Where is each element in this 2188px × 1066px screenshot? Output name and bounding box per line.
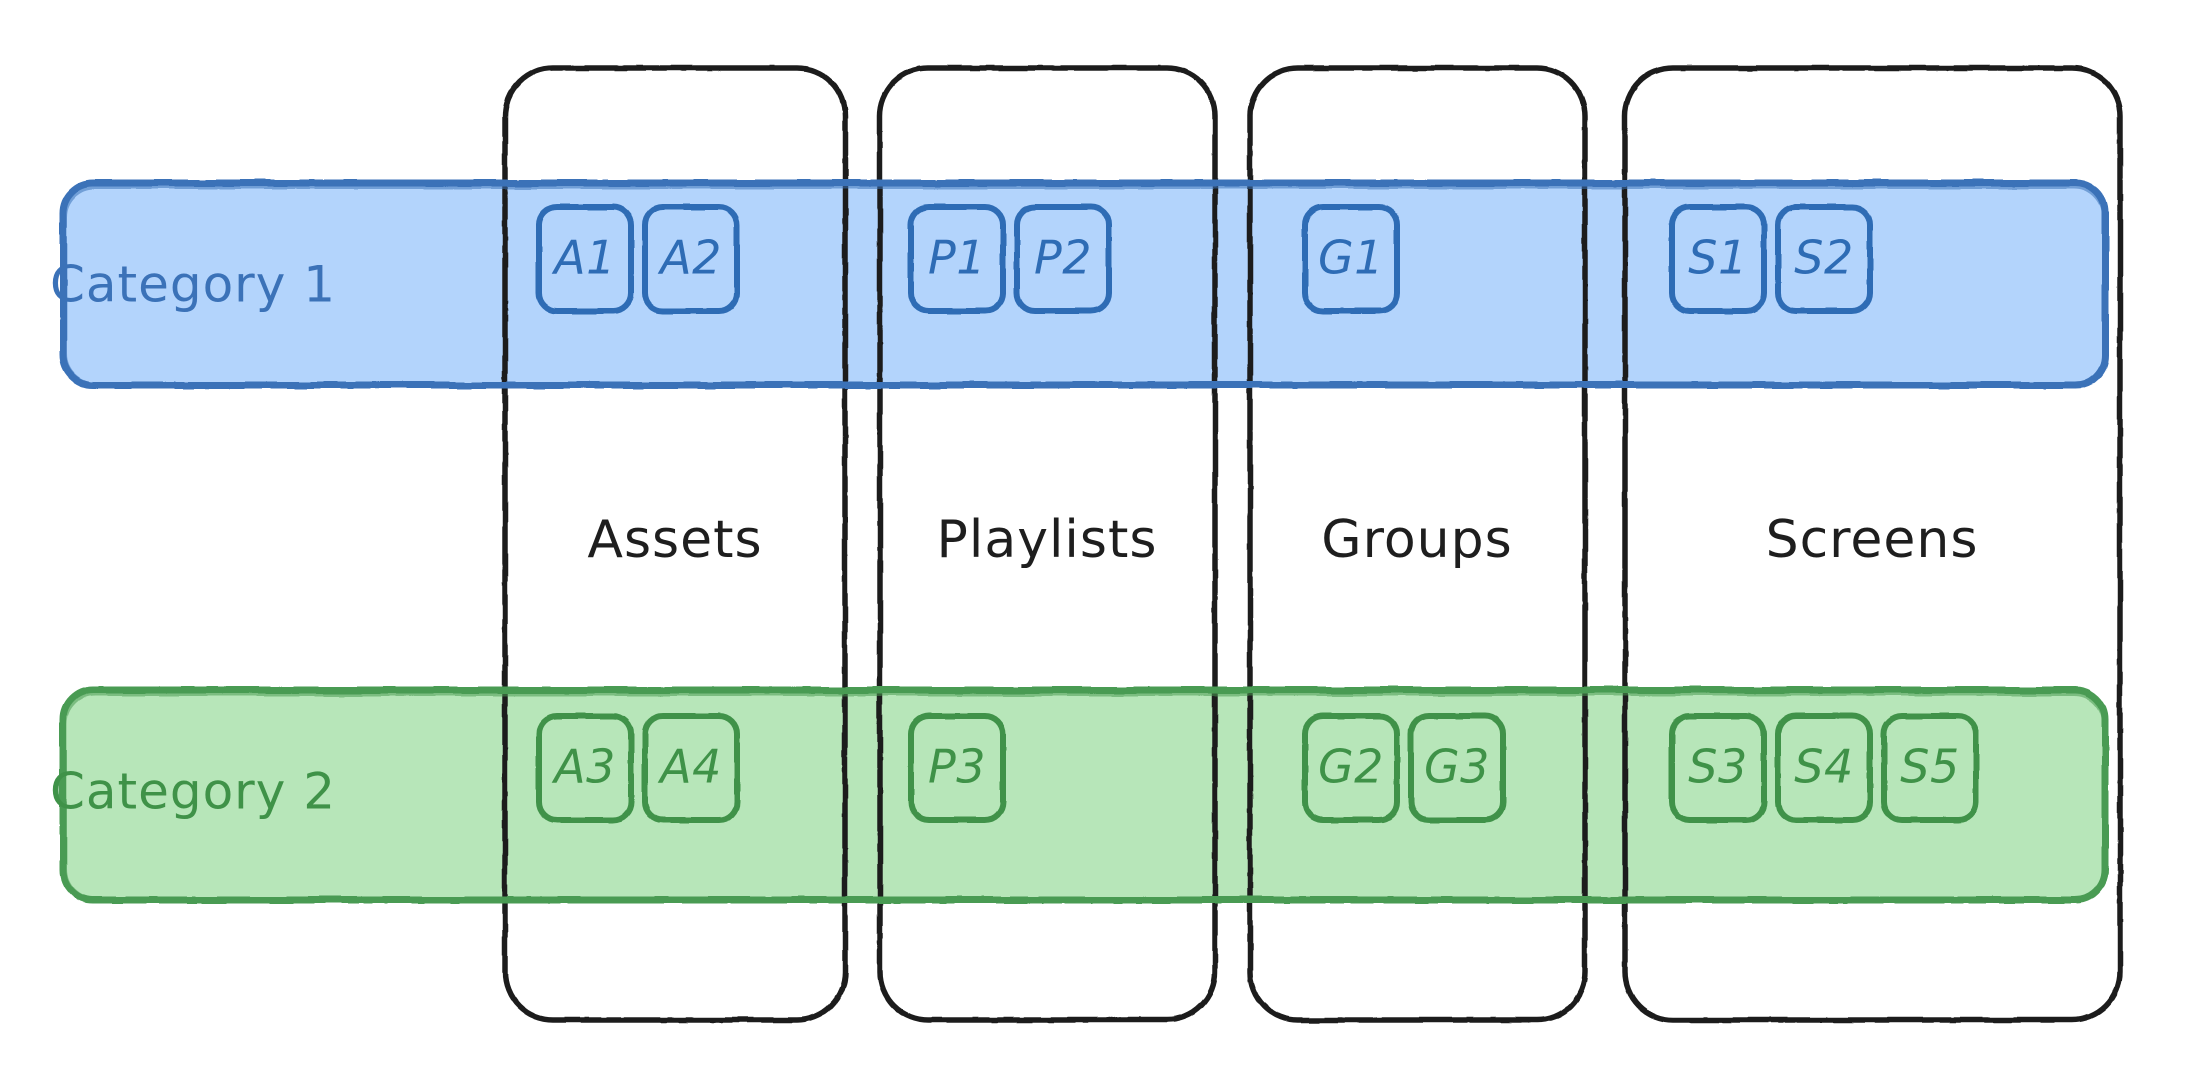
chip-label-g3: G3	[1424, 740, 1490, 794]
column-outline-screens	[1622, 65, 2123, 1023]
entity-columns	[502, 65, 2123, 1023]
chip-box-a4	[642, 713, 740, 823]
column-assets[interactable]	[502, 65, 848, 1023]
chip-g1[interactable]: G1	[1302, 204, 1400, 314]
chip-box-s2	[1775, 204, 1873, 314]
chip-s4[interactable]: S4	[1775, 713, 1873, 823]
column-screens[interactable]	[1622, 65, 2123, 1023]
chip-box-s3	[1669, 713, 1767, 823]
chip-label-a2: A2	[657, 231, 722, 285]
chip-label-s4: S4	[1794, 740, 1853, 794]
column-outline-playlists	[877, 65, 1218, 1023]
column-label-groups: Groups	[1321, 510, 1512, 570]
chip-s1[interactable]: S1	[1669, 204, 1767, 314]
chip-box-s4	[1775, 713, 1873, 823]
chip-label-a3: A3	[551, 740, 616, 794]
category-label-1: Category 1	[50, 256, 336, 314]
category-label-2: Category 2	[50, 763, 336, 821]
chip-s2[interactable]: S2	[1775, 204, 1873, 314]
chip-box-s1	[1669, 204, 1767, 314]
category-band-strokes	[59, 179, 2109, 904]
chip-box-a3	[536, 713, 634, 823]
chip-a4[interactable]: A4	[642, 713, 740, 823]
column-outline-groups	[1247, 65, 1588, 1023]
chip-p3[interactable]: P3	[908, 713, 1006, 823]
chip-a2[interactable]: A2	[642, 204, 740, 314]
chip-label-a1: A1	[551, 231, 616, 285]
chip-p2[interactable]: P2	[1014, 204, 1112, 314]
chip-box-a1	[536, 204, 634, 314]
chip-box-p3	[908, 713, 1006, 823]
chip-label-s1: S1	[1688, 231, 1747, 285]
category-band-outline-sketch-1	[63, 185, 2106, 386]
category-band-outline-sketch-2	[63, 692, 2106, 901]
chip-box-s5	[1881, 713, 1979, 823]
chip-label-p3: P3	[928, 740, 986, 794]
chip-a3[interactable]: A3	[536, 713, 634, 823]
column-label-assets: Assets	[587, 510, 762, 570]
chip-s5[interactable]: S5	[1881, 713, 1979, 823]
chip-label-p1: P1	[928, 231, 986, 285]
chip-box-g1	[1302, 204, 1400, 314]
chip-box-g3	[1408, 713, 1506, 823]
chip-box-a2	[642, 204, 740, 314]
column-label-playlists: Playlists	[937, 510, 1158, 570]
chip-g2[interactable]: G2	[1302, 713, 1400, 823]
chip-a1[interactable]: A1	[536, 204, 634, 314]
chip-box-g2	[1302, 713, 1400, 823]
chip-box-p2	[1014, 204, 1112, 314]
diagram-labels: Assets Playlists Groups Screens Category 1 Ca…	[50, 256, 1979, 821]
chip-label-s3: S3	[1688, 740, 1747, 794]
chip-label-g2: G2	[1318, 740, 1384, 794]
column-label-screens: Screens	[1766, 510, 1979, 570]
chip-label-p2: P2	[1034, 231, 1092, 285]
chip-label-a4: A4	[657, 740, 722, 794]
chip-s3[interactable]: S3	[1669, 713, 1767, 823]
chip-p1[interactable]: P1	[908, 204, 1006, 314]
column-groups[interactable]	[1247, 65, 1588, 1023]
column-outline-assets	[502, 65, 848, 1023]
chip-label-s5: S5	[1900, 740, 1959, 794]
chip-label-g1: G1	[1318, 231, 1384, 285]
chip-box-p1	[908, 204, 1006, 314]
column-playlists[interactable]	[877, 65, 1218, 1023]
chip-label-s2: S2	[1794, 231, 1853, 285]
chip-g3[interactable]: G3	[1408, 713, 1506, 823]
